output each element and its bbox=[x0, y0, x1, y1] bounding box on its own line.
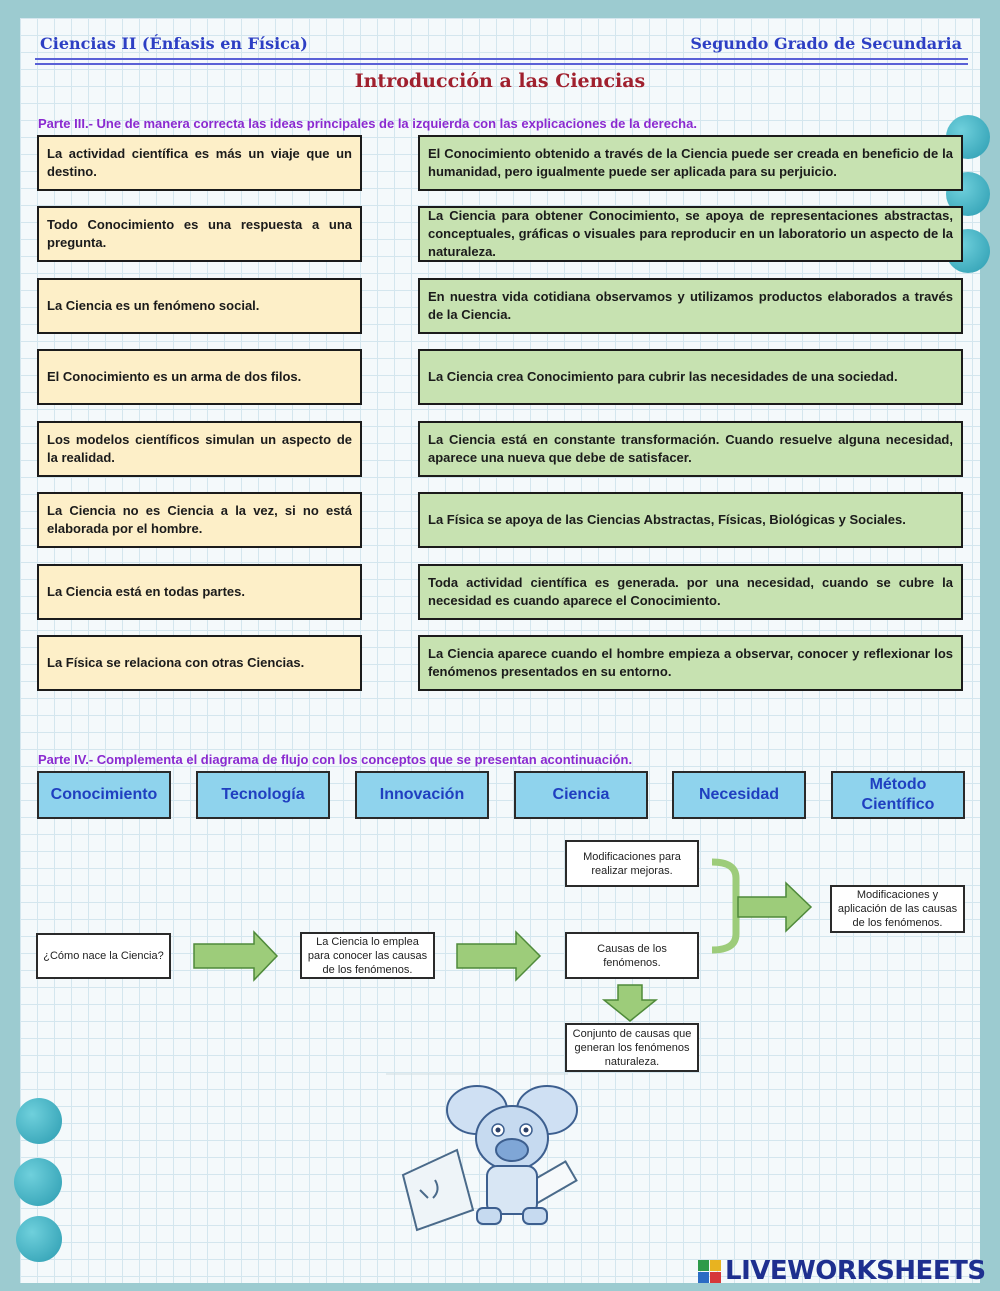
left-idea[interactable]: Todo Conocimiento es una respuesta a una… bbox=[37, 206, 362, 262]
flow-box-middle: Causas de los fenómenos. bbox=[565, 932, 699, 979]
left-idea[interactable]: La actividad científica es más un viaje … bbox=[37, 135, 362, 191]
right-explanation[interactable]: La Física se apoya de las Ciencias Abstr… bbox=[418, 492, 963, 548]
logo-text: LIVEWORKSHEETS bbox=[725, 1256, 986, 1286]
right-explanation-text: La Ciencia está en constante transformac… bbox=[428, 432, 953, 465]
flow-box-top: Modificaciones para realizar mejoras. bbox=[565, 840, 699, 887]
header-divider bbox=[35, 58, 968, 60]
right-explanation-text: Toda actividad científica es generada. p… bbox=[428, 575, 953, 608]
right-explanation-text: El Conocimiento obtenido a través de la … bbox=[428, 146, 953, 179]
left-idea[interactable]: La Física se relaciona con otras Ciencia… bbox=[37, 635, 362, 691]
right-explanation[interactable]: El Conocimiento obtenido a través de la … bbox=[418, 135, 963, 191]
concept-metodo-cientifico[interactable]: Método Científico bbox=[831, 771, 965, 819]
right-explanation[interactable]: La Ciencia está en constante transformac… bbox=[418, 421, 963, 477]
mascot-illustration bbox=[401, 1085, 578, 1232]
left-idea[interactable]: La Ciencia no es Ciencia a la vez, si no… bbox=[37, 492, 362, 548]
concept-tecnologia[interactable]: Tecnología bbox=[196, 771, 330, 819]
right-explanation[interactable]: La Ciencia para obtener Conocimiento, se… bbox=[418, 206, 963, 262]
right-explanation[interactable]: La Ciencia crea Conocimiento para cubrir… bbox=[418, 349, 963, 405]
right-explanation[interactable]: La Ciencia aparece cuando el hombre empi… bbox=[418, 635, 963, 691]
page-title: Introducción a las Ciencias bbox=[354, 70, 646, 92]
logo-mark-icon bbox=[698, 1259, 721, 1283]
concept-necesidad[interactable]: Necesidad bbox=[672, 771, 806, 819]
part3-instruction: Parte III.- Une de manera correcta las i… bbox=[38, 116, 697, 131]
right-explanation-text: La Ciencia aparece cuando el hombre empi… bbox=[428, 646, 953, 679]
grade-title: Segundo Grado de Secundaria bbox=[690, 34, 962, 53]
left-idea-text: El Conocimiento es un arma de dos filos. bbox=[47, 369, 302, 384]
right-explanation-text: La Ciencia crea Conocimiento para cubrir… bbox=[428, 369, 898, 384]
left-idea[interactable]: La Ciencia es un fenómeno social. bbox=[37, 278, 362, 334]
right-explanation[interactable]: Toda actividad científica es generada. p… bbox=[418, 564, 963, 620]
left-idea-text: Los modelos científicos simulan un aspec… bbox=[47, 432, 352, 465]
right-explanation-text: La Física se apoya de las Ciencias Abstr… bbox=[428, 512, 906, 527]
liveworksheets-logo: LIVEWORKSHEETS bbox=[698, 1256, 986, 1286]
right-explanation-text: La Ciencia para obtener Conocimiento, se… bbox=[428, 208, 953, 259]
flow-box-bottom: Conjunto de causas que generan los fenóm… bbox=[565, 1023, 699, 1072]
header-divider bbox=[35, 63, 968, 65]
left-idea[interactable]: Los modelos científicos simulan un aspec… bbox=[37, 421, 362, 477]
right-explanation-text: En nuestra vida cotidiana observamos y u… bbox=[428, 289, 953, 322]
left-idea-text: La Ciencia está en todas partes. bbox=[47, 584, 245, 599]
left-idea[interactable]: El Conocimiento es un arma de dos filos. bbox=[37, 349, 362, 405]
left-idea-text: La Ciencia es un fenómeno social. bbox=[47, 298, 260, 313]
left-idea-text: Todo Conocimiento es una respuesta a una… bbox=[47, 217, 352, 250]
flow-box-end: Modificaciones y aplicación de las causa… bbox=[830, 885, 965, 933]
decor-circle bbox=[16, 1098, 62, 1144]
left-idea[interactable]: La Ciencia está en todas partes. bbox=[37, 564, 362, 620]
left-idea-text: La actividad científica es más un viaje … bbox=[47, 146, 352, 179]
decor-circle bbox=[16, 1216, 62, 1262]
course-title: Ciencias II (Énfasis en Física) bbox=[40, 34, 308, 53]
right-explanation[interactable]: En nuestra vida cotidiana observamos y u… bbox=[418, 278, 963, 334]
concept-conocimiento[interactable]: Conocimiento bbox=[37, 771, 171, 819]
part4-instruction: Parte IV.- Complementa el diagrama de fl… bbox=[38, 752, 633, 767]
left-idea-text: La Física se relaciona con otras Ciencia… bbox=[47, 655, 305, 670]
flow-box-step2: La Ciencia lo emplea para conocer las ca… bbox=[300, 932, 435, 979]
concept-ciencia[interactable]: Ciencia bbox=[514, 771, 648, 819]
decor-circle bbox=[14, 1158, 62, 1206]
flow-box-start: ¿Cómo nace la Ciencia? bbox=[36, 933, 171, 979]
left-idea-text: La Ciencia no es Ciencia a la vez, si no… bbox=[47, 503, 352, 536]
concept-innovacion[interactable]: Innovación bbox=[355, 771, 489, 819]
